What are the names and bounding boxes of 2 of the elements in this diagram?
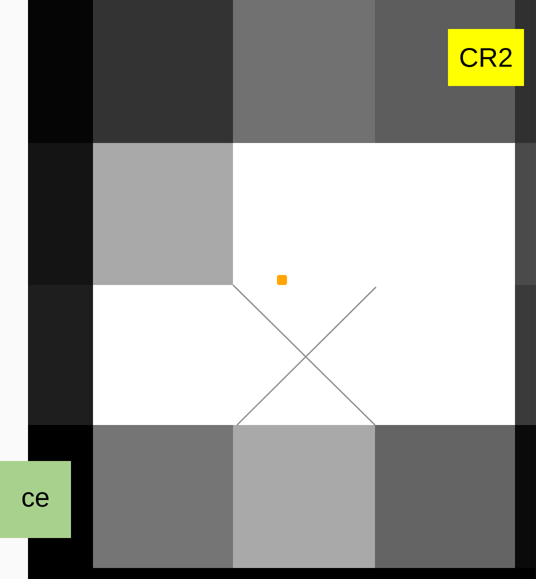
label-box: CR2 <box>448 29 524 86</box>
label-box: ce <box>0 461 71 538</box>
